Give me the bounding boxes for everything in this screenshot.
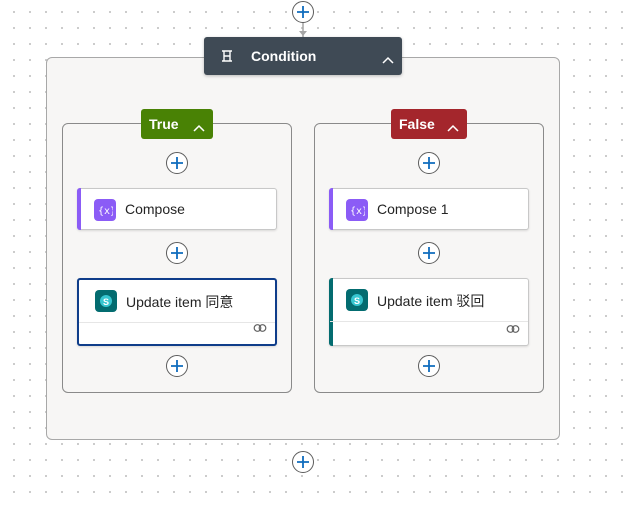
update-item-reject-card[interactable]: S Update item 驳回 [329,278,529,346]
condition-header[interactable]: Condition [204,37,402,75]
card-accent [329,278,333,346]
chevron-up-icon[interactable] [382,51,394,69]
card-divider [330,321,528,322]
svg-text:{x}: {x} [98,206,113,217]
plus-icon [297,456,309,468]
plus-icon [171,247,183,259]
add-step-below-button[interactable] [292,451,314,473]
link-icon [253,320,267,338]
action-title: Update item 同意 [126,294,234,310]
plus-icon [423,247,435,259]
plus-icon [171,157,183,169]
sharepoint-icon: S [346,289,368,311]
condition-icon [220,49,234,68]
add-step-button[interactable] [418,152,440,174]
plus-icon [297,6,309,18]
chevron-up-icon[interactable] [447,119,459,135]
add-step-button[interactable] [418,355,440,377]
true-branch-label: True [149,116,179,132]
add-step-button[interactable] [418,242,440,264]
plus-icon [423,360,435,372]
add-step-button[interactable] [166,152,188,174]
plus-icon [423,157,435,169]
svg-text:S: S [103,297,109,307]
false-branch-label: False [399,116,435,132]
action-title: Compose [125,201,185,217]
add-step-button[interactable] [166,355,188,377]
compose-icon: {x} [94,199,116,221]
card-accent [77,188,81,230]
add-step-button[interactable] [166,242,188,264]
action-title: Update item 驳回 [377,293,485,309]
compose-action-card[interactable]: {x} Compose [77,188,277,230]
compose-icon: {x} [346,199,368,221]
chevron-up-icon[interactable] [193,119,205,135]
add-step-above-button[interactable] [292,1,314,23]
card-accent [329,188,333,230]
update-item-approve-card[interactable]: S Update item 同意 [77,278,277,346]
true-branch-header[interactable]: True [141,109,213,139]
plus-icon [171,360,183,372]
false-branch-header[interactable]: False [391,109,467,139]
svg-text:S: S [354,296,360,306]
card-divider [79,322,275,323]
link-icon [506,321,520,339]
action-title: Compose 1 [377,201,449,217]
condition-title: Condition [251,48,317,64]
sharepoint-icon: S [95,290,117,312]
svg-text:{x}: {x} [350,206,365,217]
compose-1-action-card[interactable]: {x} Compose 1 [329,188,529,230]
